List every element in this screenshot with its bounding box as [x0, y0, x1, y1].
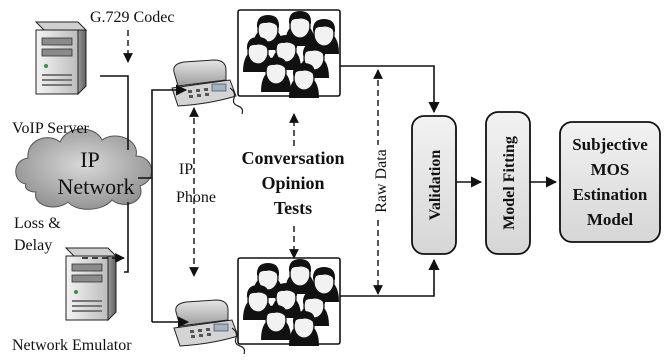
- result-label-line4: Model: [587, 210, 634, 229]
- ip-phone-bottom-icon: [173, 299, 246, 355]
- result-label-line3: Estination: [573, 185, 648, 204]
- loss-label-line1: Loss &: [14, 215, 61, 232]
- raw-data-label: Raw Data: [373, 149, 390, 213]
- participants-bottom-icon: [238, 258, 340, 346]
- network-emulator-label: Network Emulator: [12, 337, 132, 354]
- ip-phone-label-line1: IP: [179, 161, 193, 178]
- voip-server-label: VoIP Server: [12, 120, 90, 137]
- network-emulator-icon: [65, 247, 117, 321]
- voip-server-icon: [35, 21, 87, 95]
- validation-box: [411, 115, 457, 255]
- connection-lines: [100, 65, 558, 328]
- ip-phone-top-icon: [171, 59, 244, 115]
- codec-label: G.729 Codec: [90, 9, 174, 26]
- participants-top-icon: [238, 10, 340, 98]
- model-fitting-label: Model Fitting: [501, 136, 518, 230]
- conversation-label-line3: Tests: [274, 198, 312, 218]
- loss-label-line2: Delay: [14, 237, 52, 254]
- result-label-line1: Subjective: [572, 135, 648, 154]
- ip-phone-label-line2: Phone: [176, 189, 216, 206]
- validation-label: Validation: [427, 150, 444, 221]
- conversation-label-line1: Conversation: [242, 148, 345, 168]
- ip-network-label-line1: IP: [80, 147, 100, 172]
- model-fitting-box: [485, 111, 531, 255]
- conversation-label-line2: Opinion: [261, 173, 324, 193]
- ip-network-label-line2: Network: [58, 174, 135, 199]
- result-box: [559, 121, 661, 243]
- result-label-line2: MOS: [591, 160, 630, 179]
